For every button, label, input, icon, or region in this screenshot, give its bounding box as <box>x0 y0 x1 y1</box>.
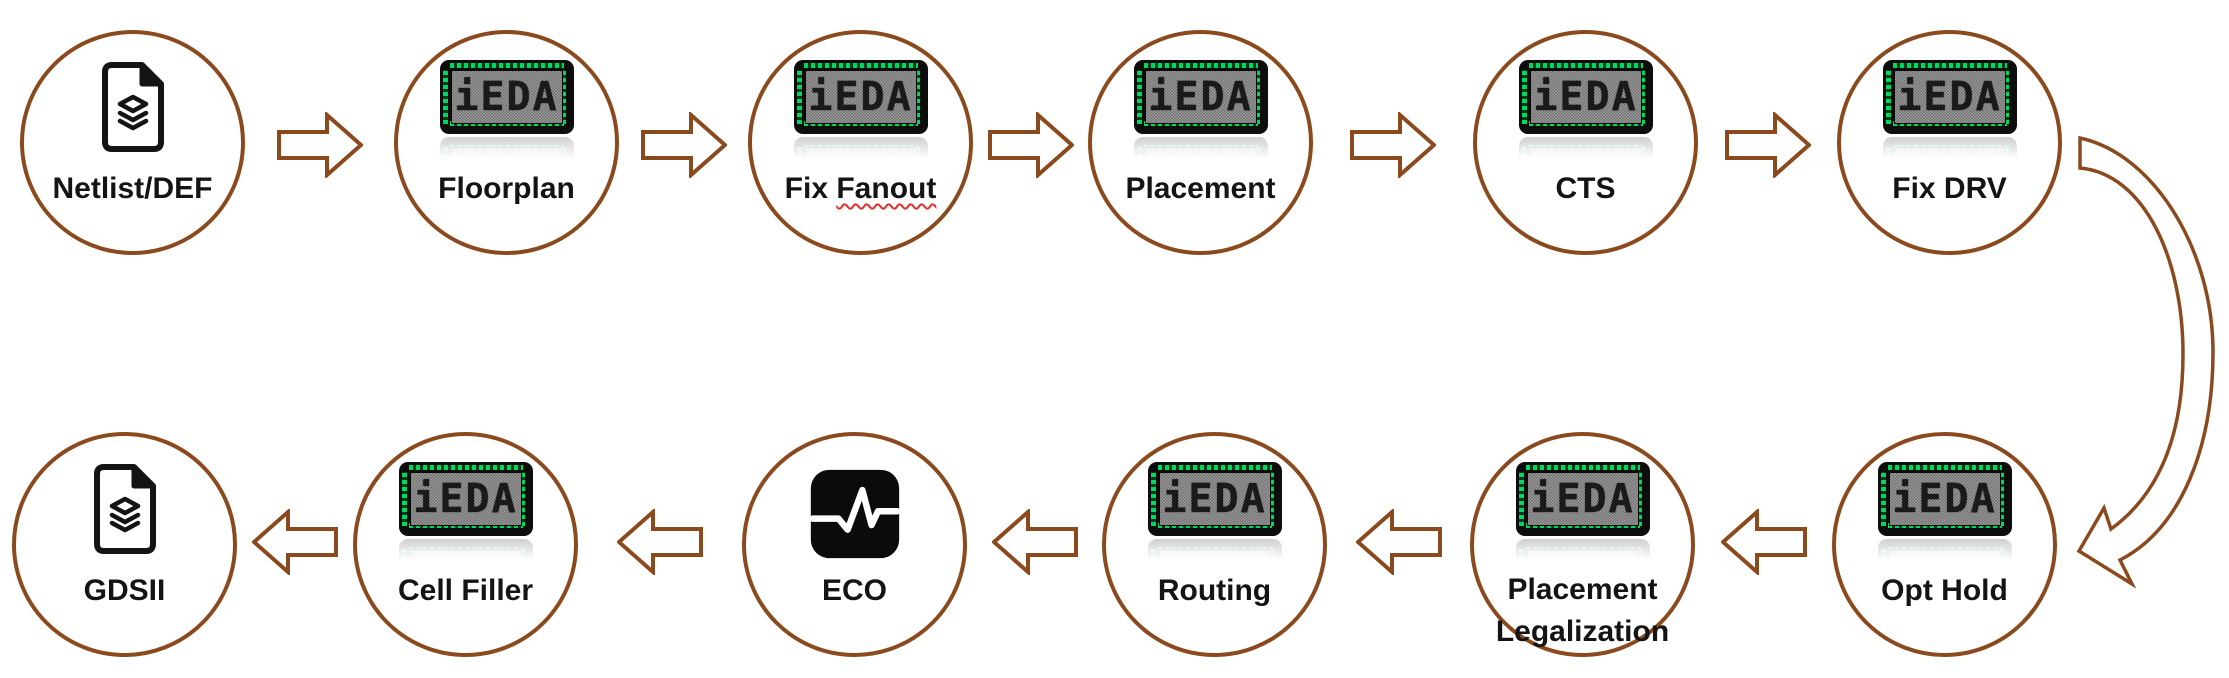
flow-arrow-right <box>641 112 727 178</box>
node-cts: iEDA iEDA CTS <box>1473 30 1698 255</box>
ieda-chip-icon: iEDA iEDA <box>439 60 574 163</box>
node-placement: iEDA iEDA Placement <box>1088 30 1313 255</box>
node-label: Fix DRV <box>1892 172 2007 205</box>
node-label: Placement <box>1125 172 1276 205</box>
flow-arrow-right <box>988 112 1074 178</box>
chip-reflection: iEDA <box>398 539 533 565</box>
chip-reflection: iEDA <box>1518 137 1653 163</box>
node-label: GDSII <box>83 574 166 607</box>
flow-arrow-right <box>1350 112 1436 178</box>
node-netlist-def: Netlist/DEF <box>20 30 245 255</box>
ieda-chip-icon: iEDA iEDA <box>1518 60 1653 163</box>
ieda-chip-icon: iEDA iEDA <box>398 462 533 565</box>
curved-return-arrow <box>2076 135 2215 589</box>
node-label: Fix Fanout <box>784 172 937 205</box>
flow-arrow-left <box>992 509 1078 575</box>
document-icon <box>101 62 164 152</box>
chip-reflection: iEDA <box>1877 539 2012 565</box>
node-label: Netlist/DEF <box>52 172 213 205</box>
chip-reflection: iEDA <box>793 137 928 163</box>
ieda-chip-text: iEDA <box>454 74 559 120</box>
node-gdsii: GDSII <box>12 432 237 657</box>
chip-reflection: iEDA <box>1133 137 1268 163</box>
flow-arrow-left <box>1721 509 1807 575</box>
ieda-chip-icon: iEDA iEDA <box>1882 60 2017 163</box>
flow-arrow-left <box>617 509 703 575</box>
node-floorplan: iEDA iEDA Floorplan <box>394 30 619 255</box>
node-fix-fanout: iEDA iEDA Fix Fanout <box>748 30 973 255</box>
ieda-chip-icon: iEDA iEDA <box>1147 462 1282 565</box>
ieda-chip-icon: iEDA iEDA <box>1877 462 2012 565</box>
ieda-chip-icon: iEDA iEDA <box>1133 60 1268 163</box>
node-opt-hold: iEDA iEDA Opt Hold <box>1832 432 2057 657</box>
node-label: Floorplan <box>438 172 575 205</box>
node-cell-filler: iEDA iEDA Cell Filler <box>353 432 578 657</box>
spellcheck-underline: Fanout <box>836 172 937 205</box>
node-eco: ECO <box>742 432 967 657</box>
node-label: Routing <box>1157 574 1272 607</box>
chip-reflection: iEDA <box>1515 539 1650 565</box>
node-label: Opt Hold <box>1881 574 2008 607</box>
ieda-chip-icon: iEDA iEDA <box>1515 462 1650 565</box>
node-routing: iEDA iEDA Routing <box>1102 432 1327 657</box>
chip-reflection: iEDA <box>439 137 574 163</box>
node-label: CTS <box>1555 172 1616 205</box>
node-fix-drv: iEDA iEDA Fix DRV <box>1837 30 2062 255</box>
node-label: Cell Filler <box>397 574 534 607</box>
ieda-chip-icon: iEDA iEDA <box>793 60 928 163</box>
document-icon <box>93 464 156 554</box>
flow-arrow-left <box>1356 509 1442 575</box>
flow-arrow-left <box>252 509 338 575</box>
chip-reflection: iEDA <box>1882 137 2017 163</box>
flow-arrow-right <box>277 112 363 178</box>
node-placement-legalization: iEDA iEDA Placement Legalization <box>1470 432 1695 657</box>
chip-reflection: iEDA <box>1147 539 1282 565</box>
node-label: Placement Legalization <box>1495 573 1670 648</box>
pulse-icon <box>808 469 901 559</box>
node-label: ECO <box>821 574 887 607</box>
flow-arrow-right <box>1725 112 1811 178</box>
